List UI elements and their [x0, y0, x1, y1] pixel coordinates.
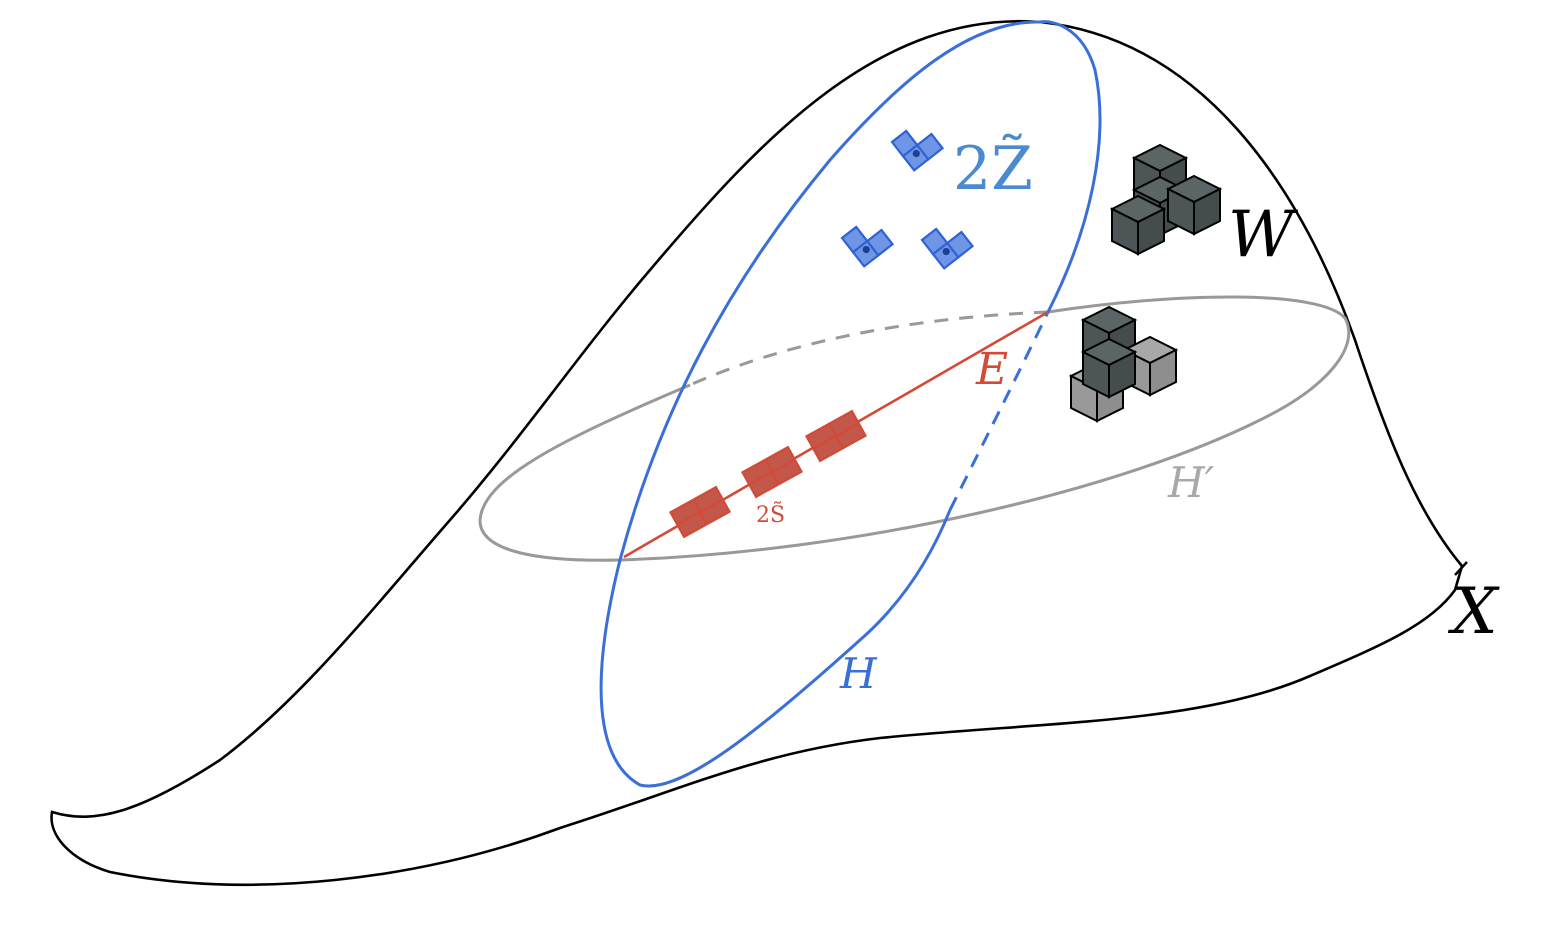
dark-tetracube-icon — [1111, 144, 1221, 255]
red-domino-icon — [741, 446, 803, 498]
h-ellipse-front — [599, 20, 1102, 788]
label-two-z-tilde: 2Z̃ — [953, 133, 1033, 204]
h-prime-back-dashed — [689, 310, 1049, 387]
blue-L-tromino-icon — [890, 118, 944, 172]
red-domino-icon — [805, 410, 867, 462]
label-w: W — [1228, 198, 1299, 272]
h-prime-front — [478, 295, 1351, 562]
label-e: E — [975, 344, 1008, 395]
label-h-prime: H′ — [1167, 458, 1215, 507]
h-ellipse-back-dashed — [948, 311, 1050, 511]
mixed-tetracube-icon — [1070, 306, 1177, 422]
label-two-s-tilde: 2S̃ — [756, 502, 785, 528]
blue-L-tromino-icon — [840, 214, 894, 268]
red-domino-icon — [669, 486, 731, 538]
surface-x-corner-tick — [1454, 561, 1468, 576]
surface-x-outline — [50, 19, 1464, 886]
label-x: X — [1447, 575, 1500, 649]
h-prime-back-left — [478, 383, 691, 523]
label-h: H — [839, 649, 878, 698]
blue-L-tromino-icon — [920, 216, 974, 270]
